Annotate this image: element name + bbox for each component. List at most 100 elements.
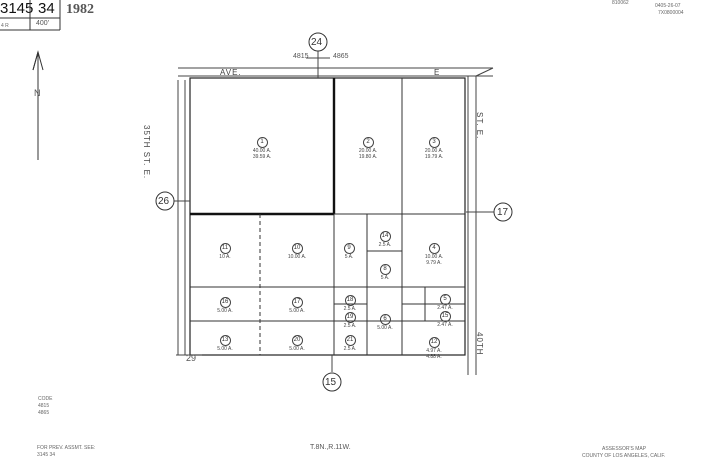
parcel-area: 5 A. xyxy=(380,275,390,281)
header-ref-3: 7X0800004 xyxy=(658,10,684,16)
parcel-number: 17 xyxy=(291,297,303,308)
parcel-sub-area: 4.88 A. xyxy=(426,354,442,360)
assessor-county: COUNTY OF LOS ANGELES, CALIF. xyxy=(582,453,666,459)
section-left: 26 xyxy=(158,196,170,207)
parcel-number: 2 xyxy=(362,137,374,148)
prev-assessment-value: 3145 34 xyxy=(37,452,56,458)
street-st-e: ST. E. xyxy=(475,112,484,140)
scale-prefix: 4 R xyxy=(1,23,9,29)
code-1: 4815 xyxy=(38,403,50,409)
parcel-area: 5.00 A. xyxy=(217,308,233,314)
north-label: N xyxy=(34,88,41,98)
parcel-sub-area: 19.80 A. xyxy=(358,154,378,160)
parcel-number: 11 xyxy=(219,243,231,254)
parcel-number: 18 xyxy=(344,295,356,306)
scale-label: 400' xyxy=(36,20,50,27)
parcel-area: 2.47 A. xyxy=(437,322,453,328)
street-e: E xyxy=(434,68,441,77)
parcel-number: 1 xyxy=(256,137,268,148)
prev-assessment-label: FOR PREV. ASSMT. SEE: xyxy=(37,445,96,451)
section-top: 24 xyxy=(311,37,323,48)
coord-left: 4815 xyxy=(293,53,309,60)
code-2: 4865 xyxy=(38,410,50,416)
parcel-area: 2.5 A. xyxy=(343,346,357,352)
header-ref-1: 810062 xyxy=(612,0,629,6)
parcel-sub-area: 9.79 A. xyxy=(426,260,442,266)
book-number: 3145 xyxy=(0,0,34,17)
parcel-area: 5.00 A. xyxy=(377,325,393,331)
parcel-area: 5.00 A. xyxy=(289,346,305,352)
parcel-area: 5.00 A. xyxy=(217,346,233,352)
north-arrow-icon xyxy=(32,50,44,160)
page-number: 34 xyxy=(38,0,55,17)
map-year: 1982 xyxy=(66,2,94,17)
parcel-number: 6 xyxy=(379,314,391,325)
parcel-number: 20 xyxy=(291,335,303,346)
section-right: 17 xyxy=(497,207,509,218)
coord-right: 4865 xyxy=(333,53,349,60)
parcel-number: 3 xyxy=(428,137,440,148)
parcel-area: 2.5 A. xyxy=(378,242,392,248)
parcel-area: 10 A. xyxy=(219,254,231,260)
parcel-area: 4.97 A. xyxy=(426,348,442,354)
parcel-area: 5.00 A. xyxy=(289,308,305,314)
parcel-number: 5 xyxy=(439,294,451,305)
header-ref-2: 0405-26-07 xyxy=(655,3,681,9)
section-26-circle xyxy=(155,191,175,211)
parcel-number: 21 xyxy=(344,335,356,346)
parcel-number: 8 xyxy=(379,264,391,275)
parcel-number: 19 xyxy=(344,312,356,323)
street-35th: 35TH ST. E. xyxy=(142,125,151,180)
parcel-number: 10 xyxy=(291,243,303,254)
section-24-circle xyxy=(308,32,328,52)
parcel-area: 2.5 A. xyxy=(343,306,357,312)
section-bottom: 15 xyxy=(325,377,337,388)
parcel-area: 2.5 A. xyxy=(343,323,357,329)
parcel-number: 13 xyxy=(219,335,231,346)
parcel-area: 20.00 A. xyxy=(424,148,444,154)
parcel-area: 2.47 A. xyxy=(437,305,453,311)
parcel-area: 5 A. xyxy=(344,254,354,260)
parcel-number: 14 xyxy=(379,231,391,242)
parcel-sub-area: 19.79 A. xyxy=(424,154,444,160)
section-17-circle xyxy=(493,202,513,222)
section-15-circle xyxy=(322,372,342,392)
parcel-area: 20.00 A. xyxy=(358,148,378,154)
parcel-number: 15 xyxy=(439,311,451,322)
parcel-area: 10.00 A. xyxy=(287,254,307,260)
street-40th: 40TH xyxy=(475,332,484,356)
parcel-area: 40.00 A. xyxy=(252,148,272,154)
assessor-title: ASSESSOR'S MAP xyxy=(602,446,647,452)
parcel-sub-area: 39.59 A. xyxy=(252,154,272,160)
street-ave: AVE. xyxy=(220,68,242,77)
township: T.8N.,R.11W. xyxy=(310,444,351,451)
corner-29: 29 xyxy=(186,353,197,363)
parcel-number: 9 xyxy=(343,243,355,254)
parcel-number: 12 xyxy=(428,337,440,348)
parcel-number: 4 xyxy=(428,243,440,254)
parcel-area: 10.00 A. xyxy=(424,254,444,260)
code-label: CODE xyxy=(38,396,53,402)
parcel-number: 16 xyxy=(219,297,231,308)
